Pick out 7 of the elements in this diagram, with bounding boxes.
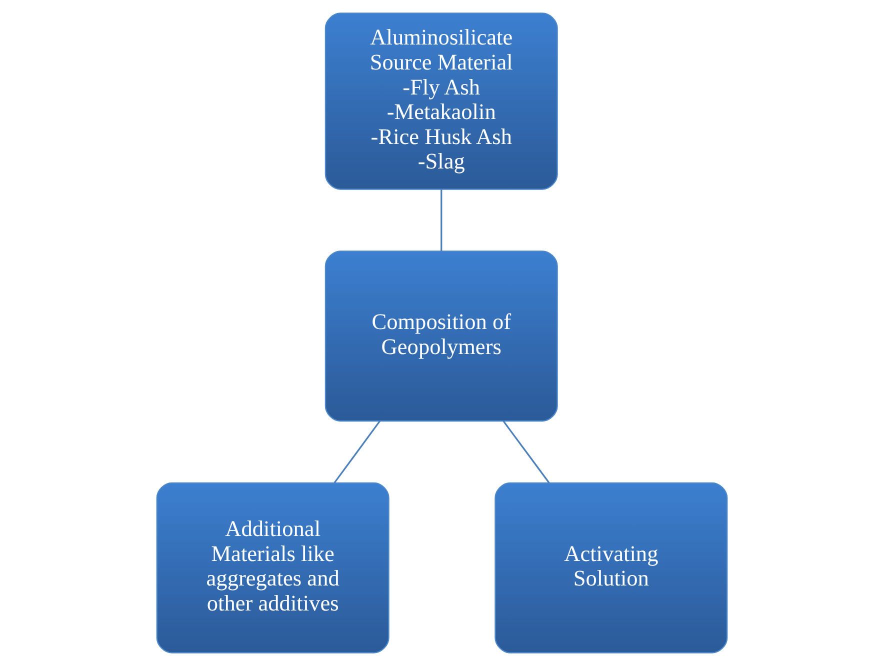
connector xyxy=(502,420,550,484)
connector xyxy=(440,189,442,252)
node-box: Aluminosilicate Source Material -Fly Ash -Metakaolin -Rice Husk Ash -Slag xyxy=(324,12,558,190)
node-box: Additional Materials like aggregates and other additives xyxy=(156,482,390,654)
connector xyxy=(334,420,380,484)
node-box: Activating Solution xyxy=(494,482,728,654)
node-box: Composition of Geopolymers xyxy=(324,250,558,422)
